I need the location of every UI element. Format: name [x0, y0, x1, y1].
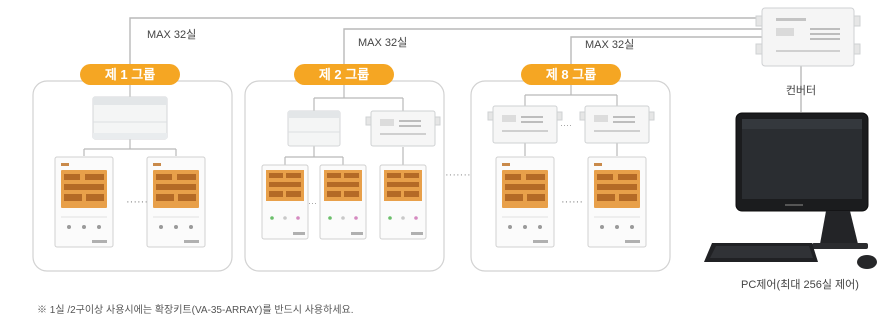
group-8-expansion-module-b — [579, 105, 655, 144]
group-2-wallpad-a — [261, 164, 309, 240]
group-1-wallpad-b — [146, 156, 206, 248]
group-2-panel: ··· 제 2 그룹 — [244, 64, 445, 272]
group-8-label-pill: 제 8 그룹 — [521, 64, 621, 85]
converter-device — [755, 7, 861, 67]
group-2-ellipsis-inner: ··· — [308, 198, 317, 208]
group-8-expansion-module-a — [487, 105, 563, 144]
group-2-controller-device — [287, 110, 341, 147]
pc-computer-icon — [704, 112, 877, 269]
group-1-label-pill: 제 1 그룹 — [80, 64, 180, 85]
group-8-module-ellipsis: ···· — [560, 120, 572, 130]
pc-label: PC제어(최대 256실 제어) — [741, 278, 859, 291]
connection-lines — [129, 17, 802, 112]
group-1-wallpad-a — [54, 156, 114, 248]
group-1-panel: ······ 제 1 그룹 — [32, 64, 233, 272]
group-1-ellipsis: ······ — [126, 196, 148, 208]
footnote: ※ 1실 /2구이상 사용시에는 확장키트(VA-35-ARRAY)를 반드시 … — [37, 303, 354, 316]
group-2-wallpad-b — [319, 164, 367, 240]
groups-ellipsis: ······· — [445, 169, 471, 181]
group-1-label: 제 1 그룹 — [105, 67, 155, 82]
group-2-expansion-module — [365, 110, 441, 147]
group-8-panel: ···· ······ — [470, 64, 671, 272]
group-2-label: 제 2 그룹 — [319, 67, 369, 82]
bus-line-group-1 — [129, 17, 762, 74]
group-2-label-pill: 제 2 그룹 — [294, 64, 394, 85]
group-2-wallpad-c — [379, 164, 427, 240]
bus-line-group-2 — [343, 28, 762, 74]
max-label-group-2: MAX 32실 — [358, 36, 407, 49]
group-1-controller-device — [92, 96, 168, 140]
max-label-group-8: MAX 32실 — [585, 38, 634, 51]
bus-line-group-8 — [570, 36, 762, 74]
converter-label: 컨버터 — [786, 84, 816, 97]
group-8-ellipsis: ······ — [561, 196, 583, 208]
max-label-group-1: MAX 32실 — [147, 28, 196, 41]
group-8-label: 제 8 그룹 — [546, 67, 596, 82]
group-8-wallpad-b — [587, 156, 647, 248]
group-8-wallpad-a — [495, 156, 555, 248]
